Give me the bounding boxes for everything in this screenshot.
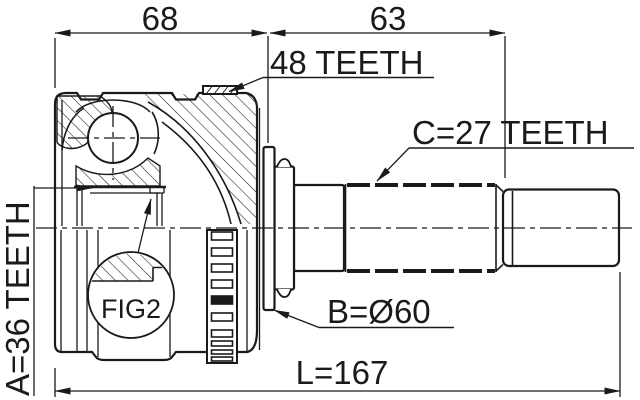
dim-63-text: 63 (370, 0, 407, 37)
outer-spline-leader (376, 147, 410, 182)
abs-label-leader (228, 76, 264, 93)
dim-68-text: 68 (142, 0, 179, 37)
inner-spline-label: A=36 TEETH (0, 201, 36, 396)
label-a36-teeth: A=36 TEETH (0, 184, 93, 396)
abs-tone-ring (202, 85, 238, 364)
diameter-leader (273, 309, 320, 329)
cage-arc-top (75, 99, 151, 113)
cage-arc-right (151, 111, 160, 155)
snap-ring-groove (149, 187, 165, 194)
housing-outline (53, 91, 259, 362)
boot-seat-ridge-bottom (276, 288, 292, 298)
inner-race-hatch (75, 157, 161, 187)
label-c27-teeth: C=27 TEETH (376, 114, 634, 182)
overall-length-text: L=167 (296, 354, 389, 391)
fig2-label: FIG2 (101, 294, 161, 324)
fig2-leader (137, 198, 152, 254)
cv-joint-housing (53, 91, 261, 362)
boot-seat-ridge-top (276, 158, 292, 168)
outer-spline-label: C=27 TEETH (412, 114, 609, 151)
cage-arc-left (61, 107, 85, 151)
abs-ring-slots (210, 231, 234, 362)
ball-track-curve (161, 121, 232, 225)
bore-edge-left (76, 189, 83, 226)
extension-lines (33, 36, 621, 397)
abs-tab-hatch (205, 86, 237, 95)
bore-edge-right (156, 193, 163, 226)
label-48-teeth: 48 TEETH (228, 44, 434, 93)
bell-wall-hatch (140, 94, 257, 224)
bell-inner-curve (147, 101, 242, 225)
label-b60: B=Ø60 (273, 293, 454, 330)
dimension-68: 68 (54, 0, 268, 37)
diameter-label: B=Ø60 (327, 293, 431, 330)
abs-ring-label: 48 TEETH (270, 44, 423, 81)
dimension-l167: L=167 (54, 354, 621, 395)
dimension-63: 63 (269, 0, 506, 37)
